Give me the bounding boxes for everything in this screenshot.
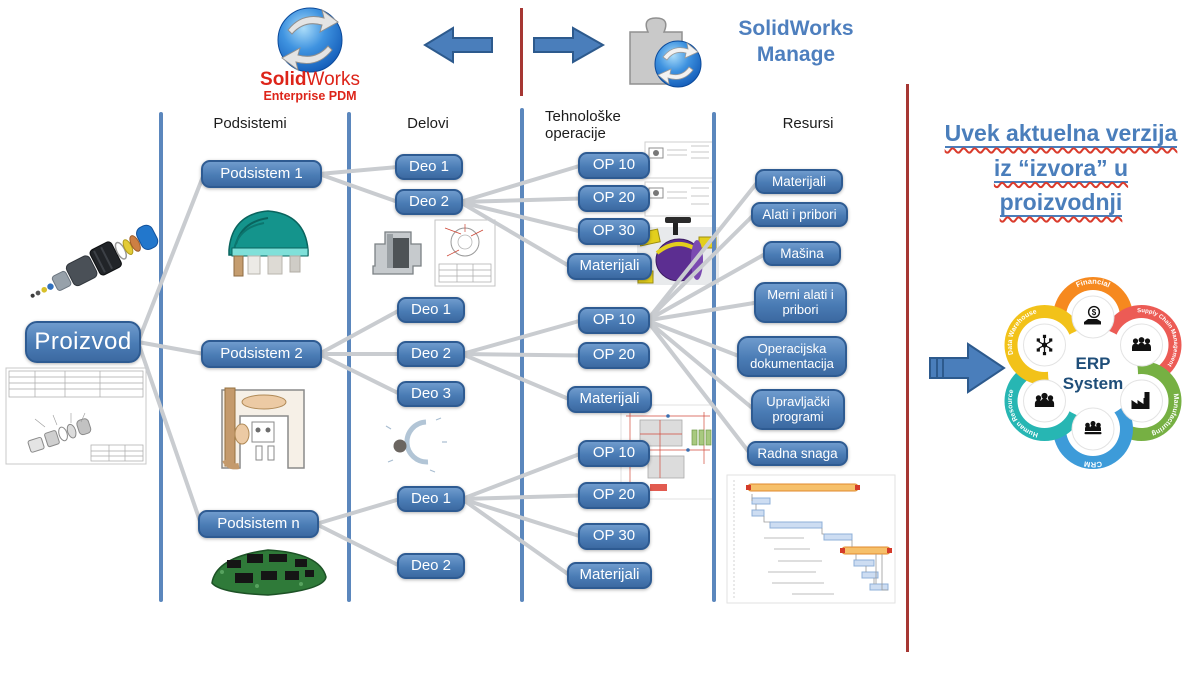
manage-line1: SolidWorks xyxy=(738,17,854,40)
deo-g3-0: Deo 1 xyxy=(397,486,465,512)
manage-puzzle-icon xyxy=(629,17,702,88)
pdm-logo-text: SolidWorks Enterprise PDM xyxy=(245,70,375,103)
res-5: Upravljački programi xyxy=(751,389,845,430)
divider-2 xyxy=(347,112,351,602)
res-3: Merni alati i pribori xyxy=(754,282,847,323)
op-g1-1: OP 20 xyxy=(578,185,650,212)
deo-g3-1: Deo 2 xyxy=(397,553,465,579)
erp-label-financial: Financial xyxy=(1074,277,1111,290)
bracket-part-image xyxy=(221,387,305,470)
dome-part-image xyxy=(228,210,309,277)
op-g3-1: OP 20 xyxy=(578,482,650,509)
pcb-image xyxy=(211,549,327,596)
op-g3-0: OP 10 xyxy=(578,440,650,467)
divider-1 xyxy=(159,112,163,602)
title-line-2: iz “izvora” u xyxy=(993,154,1129,183)
erp-center-circle xyxy=(1048,328,1138,418)
gantt-chart-image xyxy=(726,474,896,604)
column-header-delovi: Delovi xyxy=(407,115,449,132)
res-6: Radna snaga xyxy=(747,441,848,466)
svg-text:Financial: Financial xyxy=(1074,277,1111,290)
op-g1-3: Materijali xyxy=(567,253,652,280)
column-header-resursi: Resursi xyxy=(782,115,834,132)
op-g3-3: Materijali xyxy=(567,562,652,589)
podsistem-2: Podsistem 2 xyxy=(201,340,322,368)
proizvod: Proizvod xyxy=(25,321,141,363)
pdm-sync-globe-icon xyxy=(277,7,343,73)
arrow-to-erp-icon xyxy=(929,342,1006,394)
pdm-brand-bold: Solid xyxy=(260,69,307,90)
erp-system-diagram: Financial Supply Chain Management Manufa… xyxy=(1004,277,1182,469)
part-section-image xyxy=(372,219,496,287)
arrow-right-icon xyxy=(533,26,606,64)
right-section-divider-line xyxy=(906,84,909,652)
op-g2-1: OP 20 xyxy=(578,342,650,369)
coin-hand-icon: $ xyxy=(1084,305,1101,325)
op-g2-2: Materijali xyxy=(567,386,652,413)
clamp-sketch-image xyxy=(385,417,447,473)
column-header-operacije: Tehnološke operacije xyxy=(545,108,621,143)
deo-g2-0: Deo 1 xyxy=(397,297,465,323)
right-panel-title: Uvek aktuelna verzija iz “izvora” u proi… xyxy=(925,116,1197,220)
op-g1-0: OP 10 xyxy=(578,152,650,179)
erp-center-line2: System xyxy=(1063,374,1123,393)
network-icon xyxy=(1036,334,1053,356)
podsistem-1: Podsistem 1 xyxy=(201,160,322,188)
title-line-1: Uvek aktuelna verzija xyxy=(944,120,1178,148)
team-icon xyxy=(1034,392,1055,407)
podsistem-n: Podsistem n xyxy=(198,510,319,538)
dimension-drawing-image xyxy=(620,404,716,500)
product-drawing-image xyxy=(5,367,147,465)
deo-g1-0: Deo 1 xyxy=(395,154,463,180)
top-divider-red-line xyxy=(520,8,523,96)
divider-4 xyxy=(712,112,716,602)
pdm-brand-rest: Works xyxy=(306,69,360,90)
svg-text:CRM: CRM xyxy=(1083,459,1102,469)
res-0: Materijali xyxy=(755,169,843,194)
svg-text:$: $ xyxy=(1092,308,1097,317)
column-header-podsistemi: Podsistemi xyxy=(213,115,287,132)
factory-icon xyxy=(1131,392,1150,409)
title-line-3: proizvodnji xyxy=(999,189,1123,217)
deo-g2-1: Deo 2 xyxy=(397,341,465,367)
people-icon xyxy=(1132,337,1151,351)
op-g2-0: OP 10 xyxy=(578,307,650,334)
pdm-subtitle: Enterprise PDM xyxy=(263,89,357,103)
deo-g2-2: Deo 3 xyxy=(397,381,465,407)
res-1: Alati i pribori xyxy=(751,202,848,227)
manage-logo-text: SolidWorks Manage xyxy=(712,16,880,69)
erp-label-crm: CRM xyxy=(1083,459,1102,469)
arrow-left-icon xyxy=(423,26,493,64)
op-g1-2: OP 30 xyxy=(578,218,650,245)
meeting-icon xyxy=(1084,421,1102,435)
res-4: Operacijska dokumentacija xyxy=(737,336,847,377)
manage-line2: Manage xyxy=(756,43,836,67)
op-g3-2: OP 30 xyxy=(578,523,650,550)
operation-sheets-image xyxy=(644,141,714,217)
res-2: Mašina xyxy=(763,241,841,266)
exploded-product-image xyxy=(30,224,159,298)
erp-center-line1: ERP xyxy=(1076,354,1111,373)
deo-g1-1: Deo 2 xyxy=(395,189,463,215)
